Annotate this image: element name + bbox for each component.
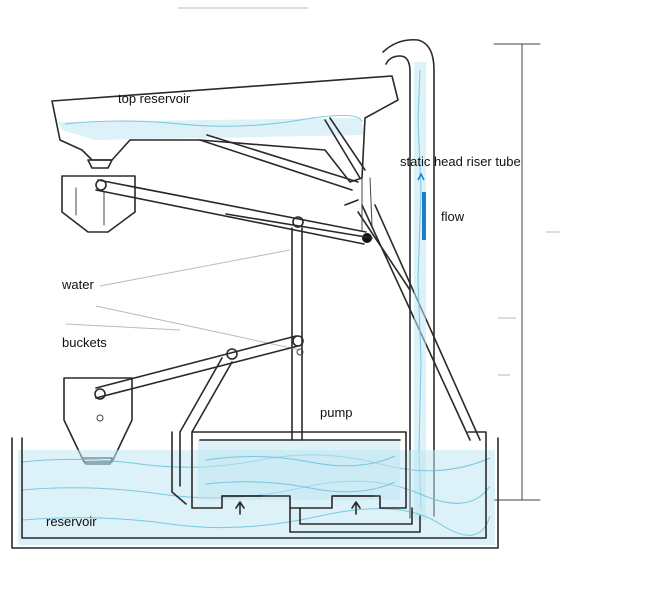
leader-lines bbox=[65, 249, 301, 351]
label-water: water bbox=[62, 277, 94, 292]
label-pump: pump bbox=[320, 405, 353, 420]
pump-valve-right bbox=[333, 495, 375, 515]
flow-arrow-icon bbox=[417, 172, 426, 240]
label-flow: flow bbox=[441, 209, 465, 224]
pump-housing bbox=[171, 431, 421, 533]
upper-bucket bbox=[61, 175, 136, 233]
lower-lever-arm bbox=[94, 335, 304, 433]
dimension-line bbox=[493, 43, 560, 501]
connecting-rod bbox=[291, 227, 303, 433]
top-reservoir bbox=[51, 75, 399, 183]
pump-rod bbox=[291, 431, 303, 441]
label-reservoir: reservoir bbox=[46, 514, 97, 529]
label-static-head-riser-tube: static head riser tube bbox=[400, 154, 521, 169]
reservoir-brace bbox=[199, 117, 366, 191]
frame-strut bbox=[361, 177, 373, 231]
pump-valve-left bbox=[221, 495, 263, 515]
label-buckets: buckets bbox=[62, 335, 107, 350]
upper-lever-arm bbox=[95, 179, 373, 245]
label-top-reservoir: top reservoir bbox=[118, 91, 191, 106]
pivot-point bbox=[362, 233, 372, 243]
